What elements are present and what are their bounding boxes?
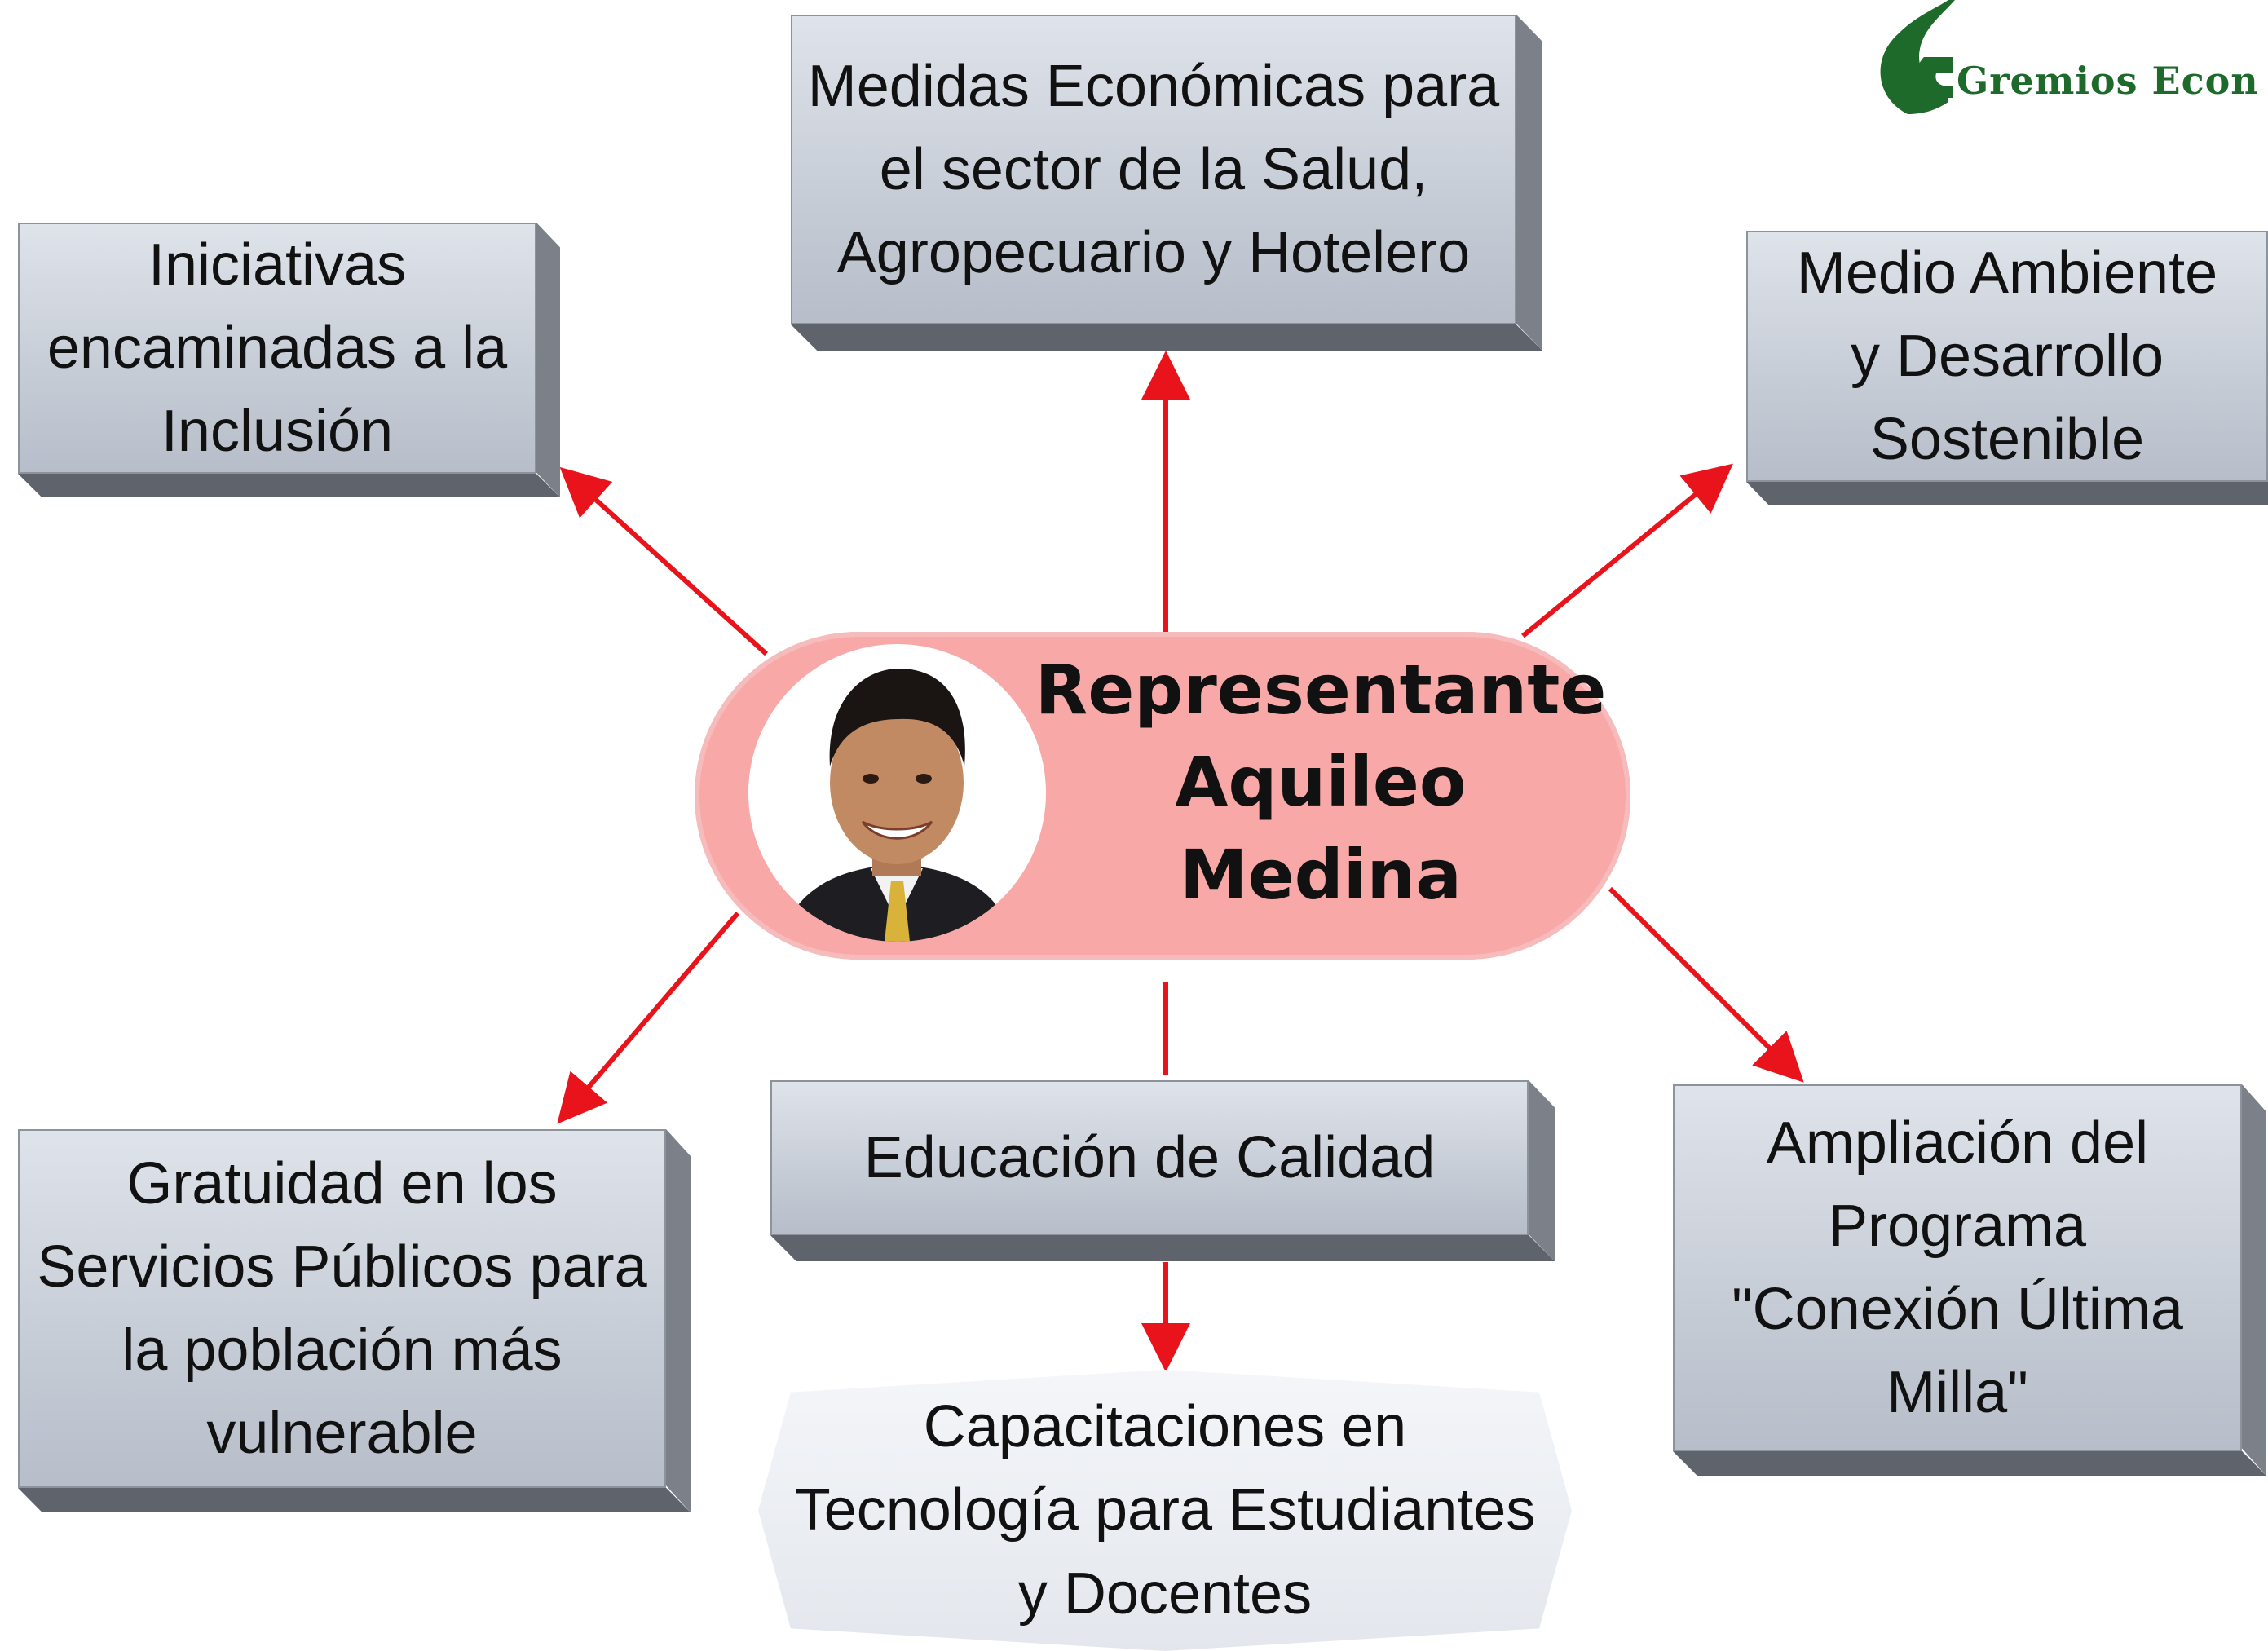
node-top-label: Medidas Económicas para el sector de la …	[807, 53, 1500, 286]
node-upper-left-label: Iniciativas encaminadas a la Inclusión	[46, 232, 508, 465]
node-lower-right: Ampliación del Programa "Conexión Última…	[1673, 1084, 2266, 1476]
node-top: Medidas Económicas para el sector de la …	[791, 15, 1542, 351]
node-bottom-label: Capacitaciones en Tecnología para Estudi…	[794, 1394, 1536, 1627]
arrow-to-lower-left	[557, 912, 740, 1124]
gremios-logo-text: Gremios Econ	[1957, 59, 2259, 103]
arrow-to-upper-right	[1521, 463, 1733, 638]
arrow-to-lower-right	[1608, 886, 1804, 1083]
arrow-to-upper-left	[559, 466, 769, 656]
representative-photo	[748, 644, 1046, 942]
gremios-logo-mark	[1880, 0, 1955, 114]
node-lower-left-label: Gratuidad en los Servicios Públicos para…	[37, 1150, 647, 1467]
node-upper-left: Iniciativas encaminadas a la Inclusión	[18, 223, 560, 497]
node-bottom-center: Educación de Calidad	[770, 1080, 1555, 1261]
node-bottom-center-label: Educación de Calidad	[863, 1124, 1436, 1190]
node-lower-right-label: Ampliación del Programa "Conexión Última…	[1732, 1110, 2183, 1426]
node-lower-left: Gratuidad en los Servicios Públicos para…	[18, 1129, 691, 1512]
node-bottom: Capacitaciones en Tecnología para Estudi…	[758, 1370, 1572, 1651]
node-upper-right: Medio Ambiente y Desarrollo Sostenible	[1746, 231, 2268, 505]
node-upper-right-label: Medio Ambiente y Desarrollo Sostenible	[1796, 240, 2218, 473]
center-title: Representante Aquileo Medina	[1035, 650, 1607, 915]
